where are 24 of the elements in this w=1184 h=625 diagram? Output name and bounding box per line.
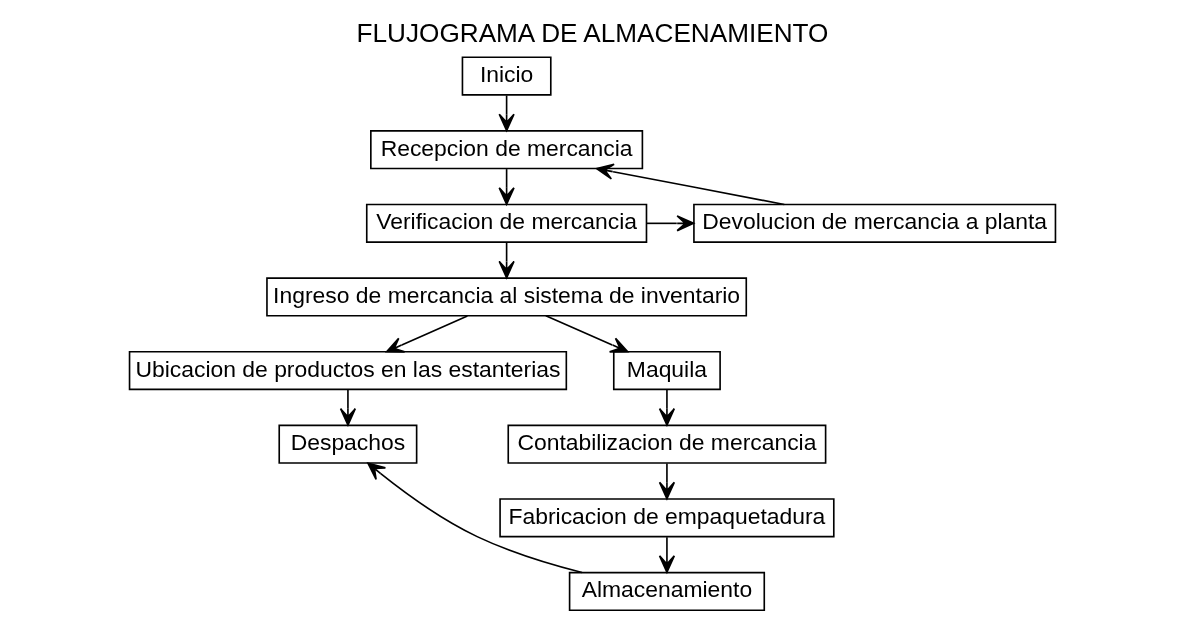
arrow xyxy=(595,163,785,206)
arrow xyxy=(497,168,515,205)
arrow xyxy=(658,536,675,574)
arrow xyxy=(658,462,675,500)
arrow xyxy=(497,241,515,279)
node-box: Verificacion de mercancia xyxy=(365,203,647,243)
node-box: Contabilizacion de mercancia xyxy=(506,424,826,464)
node-box: Ingreso de mercancia al sistema de inventario xyxy=(265,277,747,317)
arrow xyxy=(544,315,628,353)
node-box: Almacenamiento xyxy=(568,571,765,612)
diagram-title: FLUJOGRAMA DE ALMACENAMIENTO xyxy=(356,18,828,49)
node-box: Fabricacion de empaquetadura xyxy=(498,498,835,538)
node-box: Maquila xyxy=(612,350,721,391)
node-box: Inicio xyxy=(461,56,552,96)
arrow xyxy=(366,462,583,574)
arrow xyxy=(339,389,356,426)
node-box: Ubicacion de productos en las estanterias xyxy=(128,350,567,391)
arrow xyxy=(658,389,675,426)
arrow xyxy=(645,215,694,232)
node-box: Despachos xyxy=(277,424,417,464)
arrow xyxy=(385,315,468,353)
node-box: Devolucion de mercancia a planta xyxy=(692,203,1056,243)
arrow xyxy=(497,94,515,132)
node-box: Recepcion de mercancia xyxy=(369,130,643,170)
